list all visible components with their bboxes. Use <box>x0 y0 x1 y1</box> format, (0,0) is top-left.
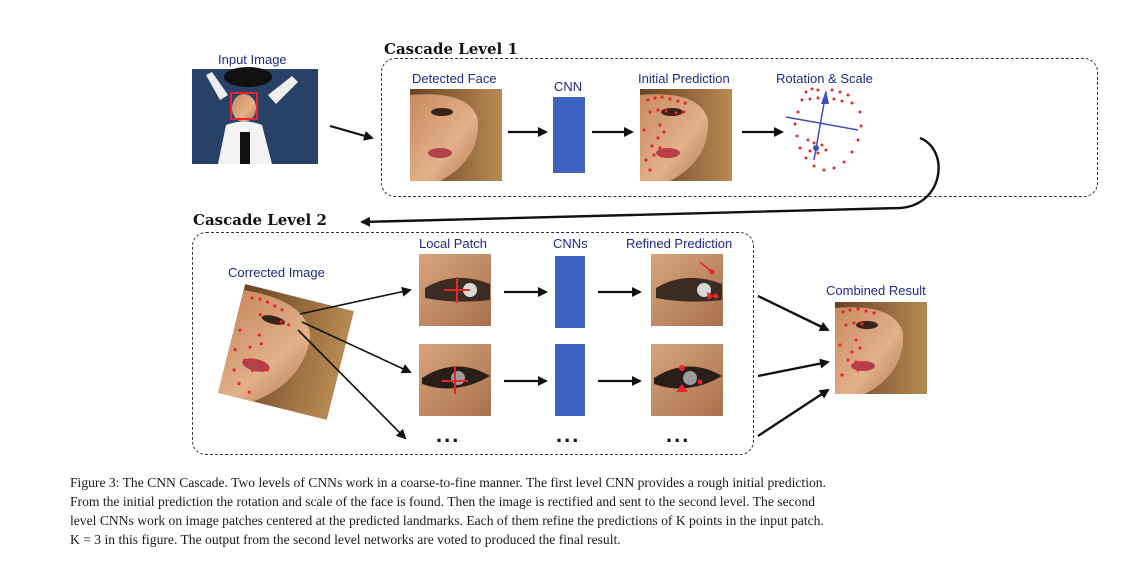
rotation-scale-label: Rotation & Scale <box>776 71 873 86</box>
local-patch-1 <box>419 254 491 326</box>
figure-graphics <box>192 67 940 440</box>
caption-line-3: level CNNs work on image patches centere… <box>70 513 824 528</box>
corrected-image-label: Corrected Image <box>228 265 325 280</box>
arrows-to-patches <box>297 286 412 440</box>
cascade-level-1-box <box>381 58 1098 197</box>
caption-line-2: From the initial prediction the rotation… <box>70 494 816 509</box>
local-patch-2 <box>419 344 491 416</box>
caption-line-1: Figure 3: The CNN Cascade. Two levels of… <box>70 475 826 490</box>
arrows-level-2 <box>504 287 642 386</box>
ellipsis-local-patch: ... <box>436 422 461 447</box>
cnns-label: CNNs <box>553 236 588 251</box>
rotation-scale-plot <box>785 87 863 172</box>
local-patch-label: Local Patch <box>419 236 487 251</box>
cnn-label: CNN <box>554 79 583 94</box>
input-image-label: Input Image <box>218 52 287 67</box>
input-image <box>192 67 318 164</box>
caption-line-4: K = 3 in this figure. The output from th… <box>70 532 621 547</box>
refined-prediction-1 <box>651 254 723 326</box>
arrows-to-combined <box>757 294 830 438</box>
corrected-image <box>218 284 354 420</box>
cnn-block-level-2-row-1 <box>555 256 585 328</box>
cascade-level-1-header: Cascade Level 1 <box>384 40 518 58</box>
ellipsis-refined: ... <box>666 422 691 447</box>
arrows-level-1 <box>329 124 784 141</box>
detected-face-image <box>410 89 502 181</box>
initial-prediction-image <box>640 89 732 181</box>
refined-prediction-label: Refined Prediction <box>626 236 733 251</box>
cascade-level-2-header: Cascade Level 2 <box>193 211 327 229</box>
cascade-level-2-box <box>192 232 754 455</box>
detected-face-label: Detected Face <box>412 71 497 86</box>
combined-result-label: Combined Result <box>826 283 926 298</box>
ellipsis-cnns: ... <box>556 422 581 447</box>
level-connector-arrow <box>360 136 940 227</box>
cnn-block-level-2-row-2 <box>555 344 585 416</box>
combined-result-image <box>835 302 927 394</box>
initial-prediction-label: Initial Prediction <box>638 71 730 86</box>
refined-prediction-2 <box>651 344 723 416</box>
cnn-block-level-1 <box>553 97 585 173</box>
figure-caption: Figure 3: The CNN Cascade. Two levels of… <box>70 473 1080 549</box>
